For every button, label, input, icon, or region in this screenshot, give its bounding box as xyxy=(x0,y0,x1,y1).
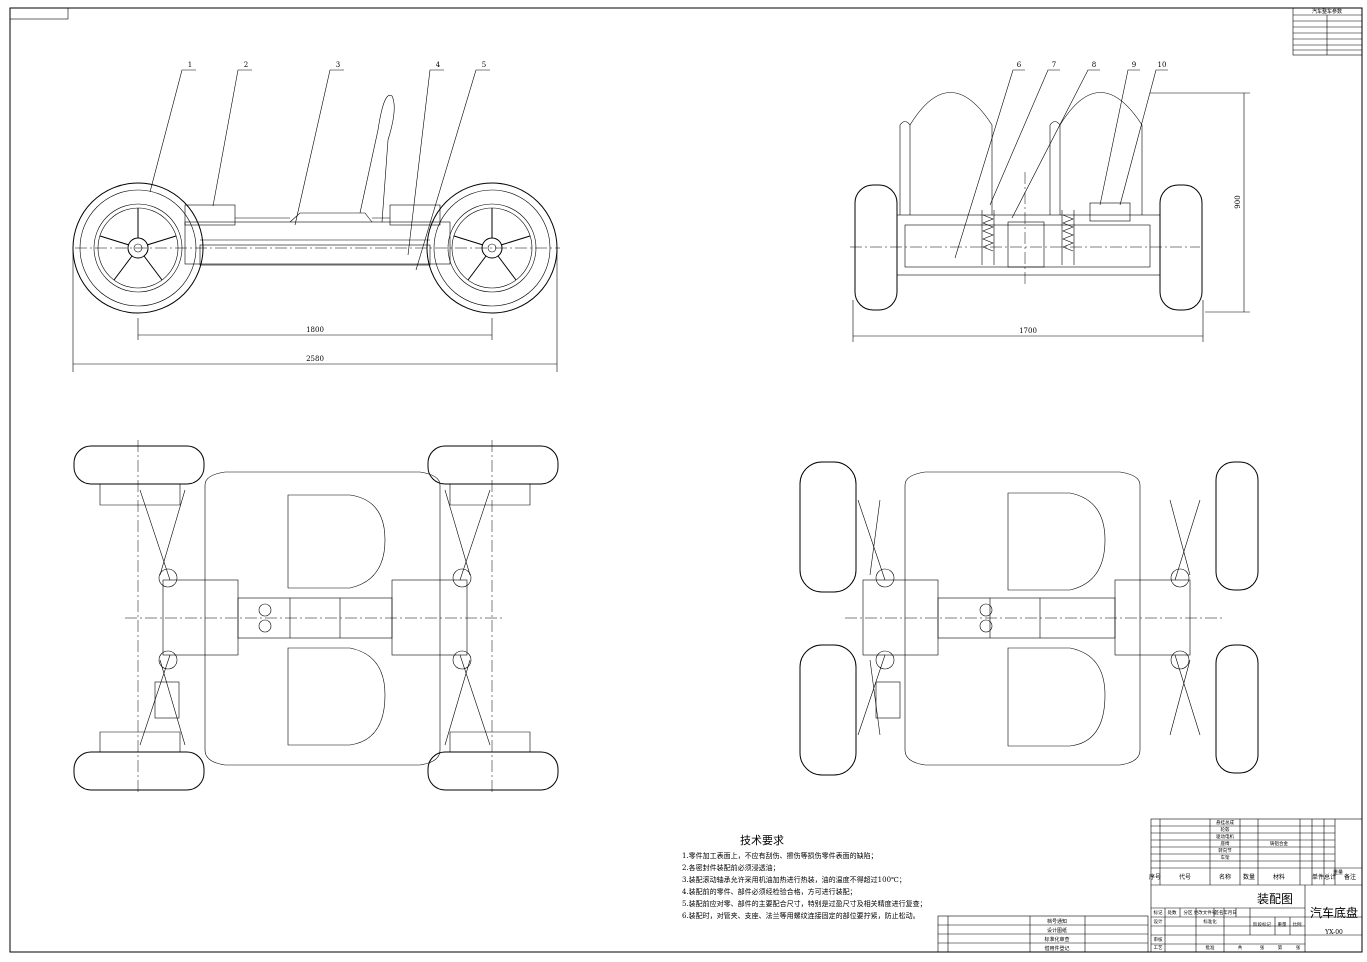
title-block-label: 审核 xyxy=(1154,936,1163,943)
bom-header-1: 代号 xyxy=(1179,873,1191,881)
part-number-10: 10 xyxy=(1158,61,1167,69)
title-block-label: 更改文件号 xyxy=(1194,909,1217,916)
leader-8 xyxy=(1011,69,1100,219)
part-number-labels: 1 2 3 4 5 6 7 8 9 10 xyxy=(188,61,1167,69)
tech-req-item: 3.装配滚动轴承允许采用机油加热进行热装，油的温度不得超过100℃； xyxy=(682,876,906,884)
front-wheel-side xyxy=(72,182,204,314)
leader-9 xyxy=(1099,69,1140,206)
bom-cell: 铸铝合金 xyxy=(1270,840,1288,847)
leader-5 xyxy=(415,69,490,271)
title-block-label: 阶段标记 xyxy=(1253,921,1271,928)
bom-table: 装配图 汽车底盘 YX-00 重量 xyxy=(1150,818,1363,953)
title-block-label: 标准化 xyxy=(1203,918,1217,925)
bom-cell: 车架 xyxy=(1221,854,1230,861)
param-table: 汽车整车参数 xyxy=(1292,7,1363,56)
title-block-label: 标记 xyxy=(1154,909,1163,916)
title-block-label: 第 xyxy=(1278,944,1283,951)
tech-req-item: 4.装配前的零件、部件必须经检验合格，方可进行装配； xyxy=(682,888,857,896)
drawing-frame xyxy=(9,7,1363,953)
side-view-dimensions xyxy=(72,250,558,372)
title-block-label: 比例 xyxy=(1293,921,1302,928)
tech-req-item: 6.装配时，对管夹、支座、法兰等用螺纹连接固定的部位要拧紧，防止松动。 xyxy=(682,912,920,920)
front-view-dimensions xyxy=(852,92,1250,342)
rear-wheel-side xyxy=(426,182,558,314)
title-block-label: 处数 xyxy=(1168,909,1177,916)
leader-2 xyxy=(212,69,252,207)
bom-header-2: 名称 xyxy=(1219,873,1231,881)
title-block-label: 重量 xyxy=(1278,921,1287,928)
lower-left-row: 借用件登记 xyxy=(1044,945,1069,952)
bom-header-6: 总计 xyxy=(1324,873,1336,881)
top-view-steered xyxy=(799,461,1259,776)
bom-cell: 转向节 xyxy=(1218,847,1232,854)
part-number-3: 3 xyxy=(336,61,340,69)
part-number-4: 4 xyxy=(436,61,441,69)
tech-req-item: 1.零件加工表面上，不应有刮伤、擦伤等损伤零件表面的缺陷； xyxy=(682,852,878,860)
part-number-1: 1 xyxy=(188,61,192,69)
param-table-title: 汽车整车参数 xyxy=(1312,8,1342,15)
top-view-straight xyxy=(73,440,559,795)
bom-text: 悬挂总成轮毂驱动电机座椅 铸铝合金转向节车架序号 代号 名称 数量 材料 单件总计备注标记处… xyxy=(1149,819,1356,951)
title-block-label: 年月日 xyxy=(1223,909,1237,916)
leader-6 xyxy=(954,69,1025,259)
technical-requirements: 技术要求 1.零件加工表面上，不应有刮伤、擦伤等损伤零件表面的缺陷； 2.各密封… xyxy=(682,835,942,922)
bom-header-4: 材料 xyxy=(1273,873,1285,881)
title-block-label: 分区 xyxy=(1184,909,1193,916)
tech-req-item: 2.各密封件装配前必须浸透油； xyxy=(682,864,780,872)
title-block-label: 工艺 xyxy=(1154,945,1163,951)
title-block-label: 张 xyxy=(1260,944,1265,951)
part-number-8: 8 xyxy=(1092,61,1096,69)
dim-wheelbase: 1800 xyxy=(306,326,324,334)
lower-left-row: 设计图纸 xyxy=(1047,927,1067,934)
dim-overall-width: 1700 xyxy=(1019,327,1037,335)
dim-overall-length: 2580 xyxy=(306,355,324,363)
side-view xyxy=(72,69,560,372)
drawing-name: 汽车底盘 xyxy=(1310,905,1358,920)
bom-cell: 驱动电机 xyxy=(1216,833,1234,840)
leader-3 xyxy=(294,69,344,226)
leader-4 xyxy=(407,69,444,256)
leader-7 xyxy=(989,69,1060,206)
bom-cell: 轮毂 xyxy=(1221,826,1230,833)
leader-10 xyxy=(1119,69,1168,206)
title-block-label: 设计 xyxy=(1154,918,1163,925)
bom-header-3: 数量 xyxy=(1243,873,1255,881)
bom-header-0: 序号 xyxy=(1149,873,1161,881)
title-block-label: 签名 xyxy=(1215,909,1224,916)
part-number-9: 9 xyxy=(1132,61,1136,69)
lower-left-row: 档号通知 xyxy=(1047,918,1067,925)
lower-left-row: 标准化审查 xyxy=(1044,936,1069,943)
bom-cell: 悬挂总成 xyxy=(1216,819,1234,826)
part-number-6: 6 xyxy=(1017,61,1022,69)
bom-cell: 座椅 xyxy=(1221,840,1230,847)
tech-req-title: 技术要求 xyxy=(740,834,784,847)
bom-header-5: 单件 xyxy=(1312,873,1324,881)
tech-req-item: 5.装配前应对零、部件的主要配合尺寸，特别是过盈尺寸及相关精度进行复查； xyxy=(682,900,927,908)
drawing-number: YX-00 xyxy=(1324,929,1343,936)
bom-header-7: 备注 xyxy=(1344,873,1356,881)
title-block-label: 共 xyxy=(1238,944,1243,951)
part-number-7: 7 xyxy=(1052,61,1056,69)
part-number-2: 2 xyxy=(244,61,248,69)
dim-height: 900 xyxy=(1234,195,1242,208)
frame-corner-tag xyxy=(9,7,69,20)
bom-weight-label: 重量 xyxy=(1333,869,1343,876)
leader-1 xyxy=(149,69,196,193)
dimension-labels: 1800 2580 1700 900 xyxy=(306,195,1242,363)
title-block-label: 批准 xyxy=(1206,944,1215,951)
part-number-5: 5 xyxy=(482,61,486,69)
front-view xyxy=(850,69,1250,342)
drawing-type: 装配图 xyxy=(1257,892,1293,906)
title-block-label: 张 xyxy=(1296,944,1301,951)
